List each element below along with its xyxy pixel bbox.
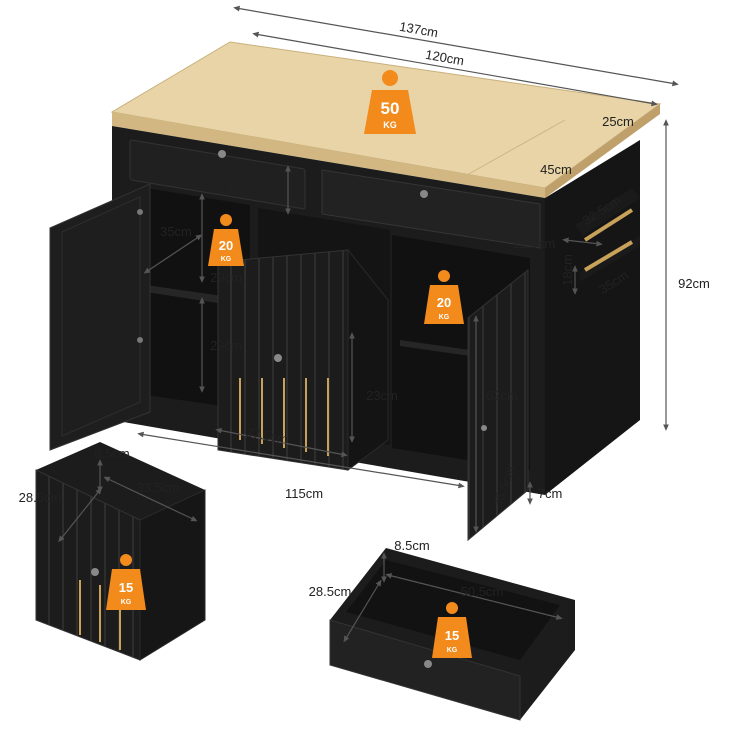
dim-right-cab-height: 62cm	[486, 388, 518, 403]
dim-top-cabinet-width: 120cm	[424, 47, 465, 69]
spice-rack	[575, 188, 640, 282]
dim-drop-leaf: 25cm	[602, 114, 634, 129]
dimension-lines	[58, 5, 679, 643]
drawer-knob-icon	[420, 190, 428, 198]
dim-right-drawer-width: 55.5cm	[438, 198, 483, 220]
load-badge-top: 50 KG	[364, 70, 416, 134]
svg-text:KG: KG	[383, 120, 397, 130]
load-badge-pullout: 15 KG	[106, 554, 146, 610]
dim-dr-width: 50.5cm	[461, 584, 504, 599]
dim-pullout-height: 23cm	[366, 388, 398, 403]
drawer-knob-icon	[218, 150, 226, 158]
pullout-detail	[35, 442, 206, 661]
dim-overall-height: 92cm	[678, 276, 710, 291]
dim-top-depth: 45cm	[540, 162, 572, 177]
dim-pd-top: 8.5cm	[94, 446, 129, 461]
svg-text:15: 15	[119, 580, 133, 595]
left-open-door	[49, 183, 151, 451]
dim-rack-height: 18cm	[560, 254, 575, 286]
dim-rack-gap: 12.5cm	[513, 236, 556, 251]
dim-toe-kick: 7cm	[538, 486, 563, 501]
dim-pd-width: 33.5cm	[137, 480, 180, 495]
weight-icon	[432, 602, 472, 658]
dim-pd-depth: 28.5cm	[19, 490, 62, 505]
svg-text:KG: KG	[221, 256, 232, 263]
dim-pullout-width: 37.5cm	[244, 424, 289, 446]
load-badge-right-shelf: 20 KG	[424, 270, 464, 324]
pullout-unit-center	[217, 248, 389, 471]
dim-left-shelf-lower: 29cm	[210, 338, 242, 353]
svg-text:50: 50	[381, 99, 400, 118]
weight-icon	[106, 554, 146, 610]
dim-dr-top: 8.5cm	[394, 538, 429, 553]
svg-text:KG: KG	[439, 314, 450, 321]
weight-icon	[364, 70, 416, 134]
load-badge-left-shelf: 20 KG	[208, 214, 244, 266]
dim-dr-depth: 28.5cm	[309, 584, 352, 599]
dim-left-shelf-upper: 29cm	[210, 270, 242, 285]
dim-left-drawer-height: 16.5cm	[227, 178, 270, 193]
weight-icon	[424, 270, 464, 324]
dim-top-overall-width: 137cm	[398, 19, 439, 41]
svg-text:20: 20	[437, 295, 451, 310]
svg-text:KG: KG	[447, 647, 458, 654]
svg-text:20: 20	[219, 238, 233, 253]
dim-left-shelf-depth: 35cm	[160, 224, 192, 239]
load-badge-drawer: 15 KG	[432, 602, 472, 658]
svg-text:15: 15	[445, 628, 459, 643]
weight-icon	[208, 214, 244, 266]
svg-text:KG: KG	[121, 599, 132, 606]
dim-base-width: 115cm	[285, 486, 323, 501]
